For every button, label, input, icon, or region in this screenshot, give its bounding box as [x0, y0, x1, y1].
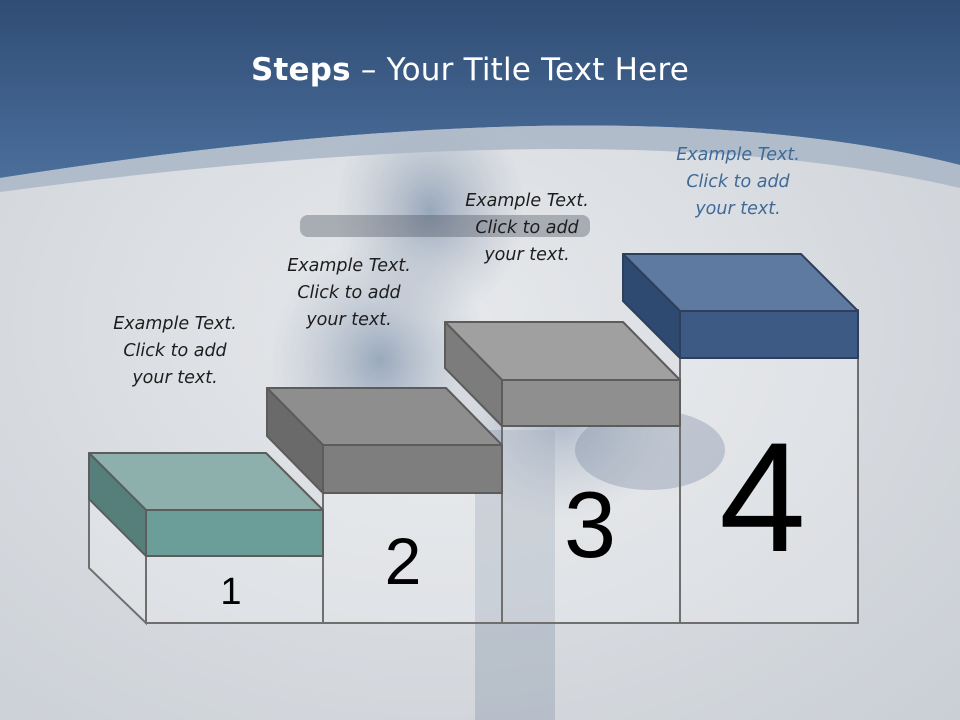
step-2-caption-line-3: your text.	[306, 310, 392, 330]
step-4-column	[679, 309, 859, 624]
step-4-block	[622, 253, 859, 359]
step-1-caption-line-3: your text.	[132, 368, 218, 388]
step-1-number: 1	[220, 571, 242, 613]
title-rest: – Your Title Text Here	[350, 52, 689, 88]
step-1-caption-line-2: Click to add	[123, 341, 227, 361]
step-2-caption[interactable]: Example Text. Click to add your text.	[254, 253, 444, 334]
step-3-caption-line-3: your text.	[484, 245, 570, 265]
step-1-caption[interactable]: Example Text. Click to add your text.	[80, 311, 270, 392]
step-2-number: 2	[384, 524, 422, 598]
step-3-block	[444, 321, 681, 427]
step-2-caption-line-2: Click to add	[297, 283, 401, 303]
step-1-caption-line-1: Example Text.	[113, 314, 237, 334]
slide-title[interactable]: Steps – Your Title Text Here	[0, 52, 940, 88]
step-2-block	[266, 387, 503, 494]
step-3-caption[interactable]: Example Text. Click to add your text.	[432, 188, 622, 269]
step-4-caption-line-1: Example Text.	[676, 145, 800, 165]
step-4-caption-line-2: Click to add	[686, 172, 790, 192]
step-2-caption-line-1: Example Text.	[287, 256, 411, 276]
title-bold: Steps	[250, 52, 351, 88]
step-3-caption-line-1: Example Text.	[465, 191, 589, 211]
step-1-block	[88, 452, 324, 557]
step-3-number: 3	[563, 472, 617, 577]
step-3-caption-line-2: Click to add	[475, 218, 579, 238]
step-4-number: 4	[719, 411, 806, 585]
step-4-caption-line-3: your text.	[695, 199, 781, 219]
step-4-caption[interactable]: Example Text. Click to add your text.	[643, 142, 833, 223]
